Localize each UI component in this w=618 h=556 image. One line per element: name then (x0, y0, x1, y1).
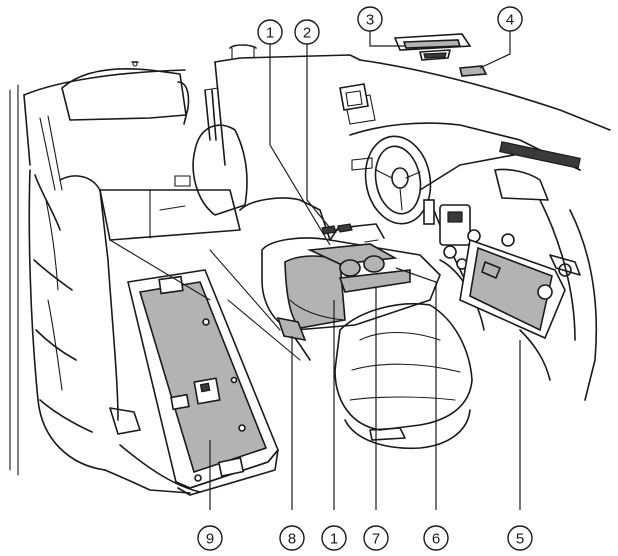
rear-headrests (39, 61, 190, 191)
front-seat-backs (99, 87, 248, 241)
callout-label: 5 (516, 531, 524, 548)
under-seat-storage (127, 269, 279, 496)
callout-5: 5 (507, 525, 533, 551)
callout-1-top: 1 (257, 19, 283, 45)
callout-label: 1 (266, 25, 274, 42)
callout-1-bottom: 1 (321, 525, 347, 551)
callout-label: 1 (330, 531, 338, 548)
door-mirror (339, 83, 369, 111)
callout-6: 6 (423, 525, 449, 551)
steering-wheel (364, 135, 432, 225)
callout-2: 2 (294, 19, 320, 45)
callout-9: 9 (197, 525, 223, 551)
front-passenger-seat (239, 197, 485, 450)
rear-seat (28, 169, 201, 494)
glove-box (459, 199, 598, 401)
center-console (261, 223, 441, 361)
console-cup-holders (339, 259, 361, 277)
callout-4: 4 (497, 6, 523, 32)
callout-label: 4 (506, 12, 514, 29)
callout-label: 6 (432, 531, 440, 548)
callout-label: 7 (372, 531, 380, 548)
callout-label: 8 (288, 531, 296, 548)
console-box-lid (284, 255, 346, 329)
callout-3: 3 (357, 6, 383, 32)
callout-leaders (209, 30, 521, 510)
callout-label: 2 (303, 25, 311, 42)
callout-label: 3 (366, 12, 374, 29)
cab-rear-panel (214, 44, 361, 166)
cab-left-wall (9, 69, 186, 476)
side-pocket (276, 316, 307, 342)
overhead-console (393, 33, 472, 61)
callout-8: 8 (279, 525, 305, 551)
sunglasses-holder (458, 65, 488, 77)
front-cup-holder (321, 223, 353, 235)
floor-lines (109, 239, 301, 361)
callouts: 1 2 3 4 5 6 7 (197, 6, 533, 551)
callout-7: 7 (363, 525, 389, 551)
console-tray (338, 269, 411, 293)
callout-label: 9 (206, 531, 214, 548)
